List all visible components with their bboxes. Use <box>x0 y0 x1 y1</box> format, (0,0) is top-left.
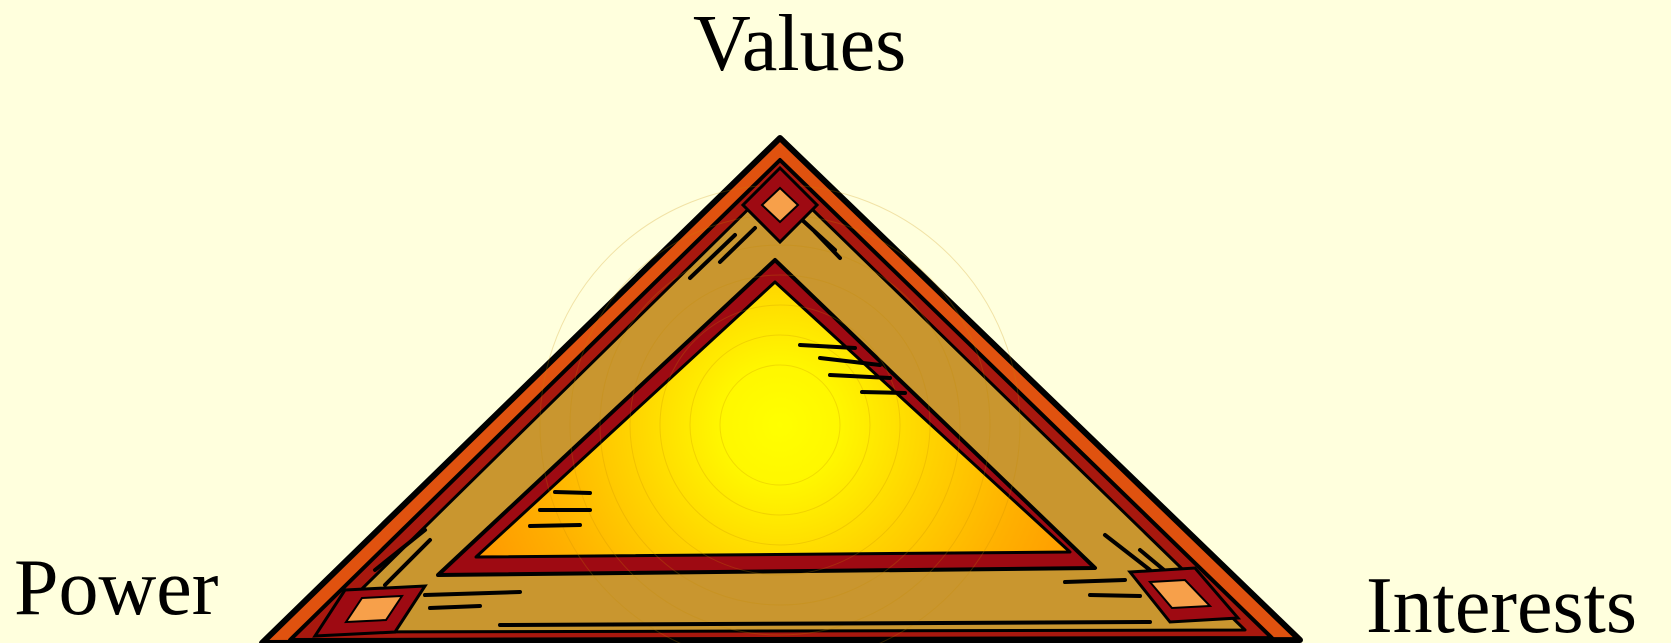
label-values: Values <box>693 4 906 84</box>
label-interests: Interests <box>1366 566 1637 643</box>
label-power: Power <box>14 548 218 628</box>
